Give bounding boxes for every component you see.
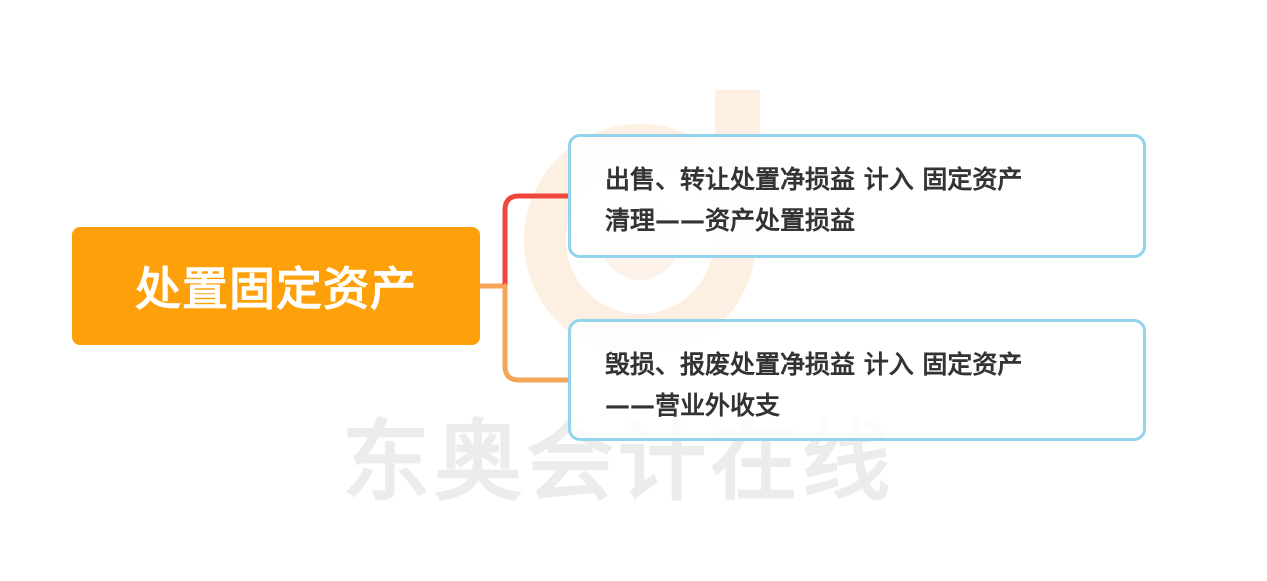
branch-node-label-line2: 清理——资产处置损益 (605, 206, 856, 235)
root-node-label: 处置固定资产 (135, 262, 417, 316)
branch-node-label-line1: 出售、转让处置净损益 计入 固定资产 (605, 165, 1023, 194)
branch-node-label-line2: ——营业外收支 (605, 391, 781, 420)
connector-branch-2 (502, 283, 572, 383)
branch-node-label-line1: 毁损、报废处置净损益 计入 固定资产 (605, 350, 1023, 379)
branch-node-sale-transfer[interactable]: 出售、转让处置净损益 计入 固定资产 清理——资产处置损益 (568, 134, 1146, 258)
connector-branch-1 (502, 193, 572, 289)
root-node[interactable]: 处置固定资产 (72, 227, 480, 345)
branch-node-damage-scrap[interactable]: 毁损、报废处置净损益 计入 固定资产 ——营业外收支 (568, 319, 1146, 441)
